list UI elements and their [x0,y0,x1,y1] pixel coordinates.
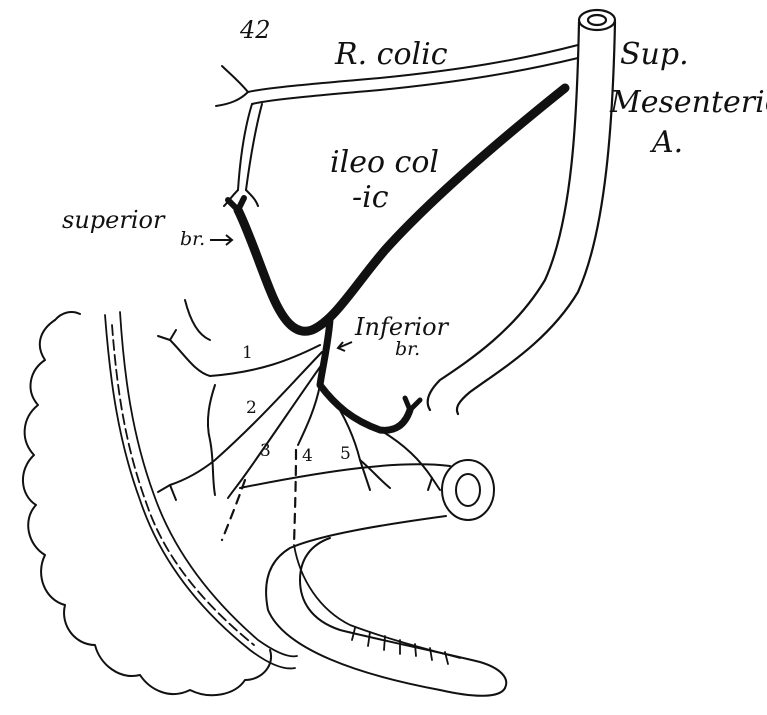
arrow-inferior-br [338,342,352,351]
arrow-superior-br [210,235,232,245]
